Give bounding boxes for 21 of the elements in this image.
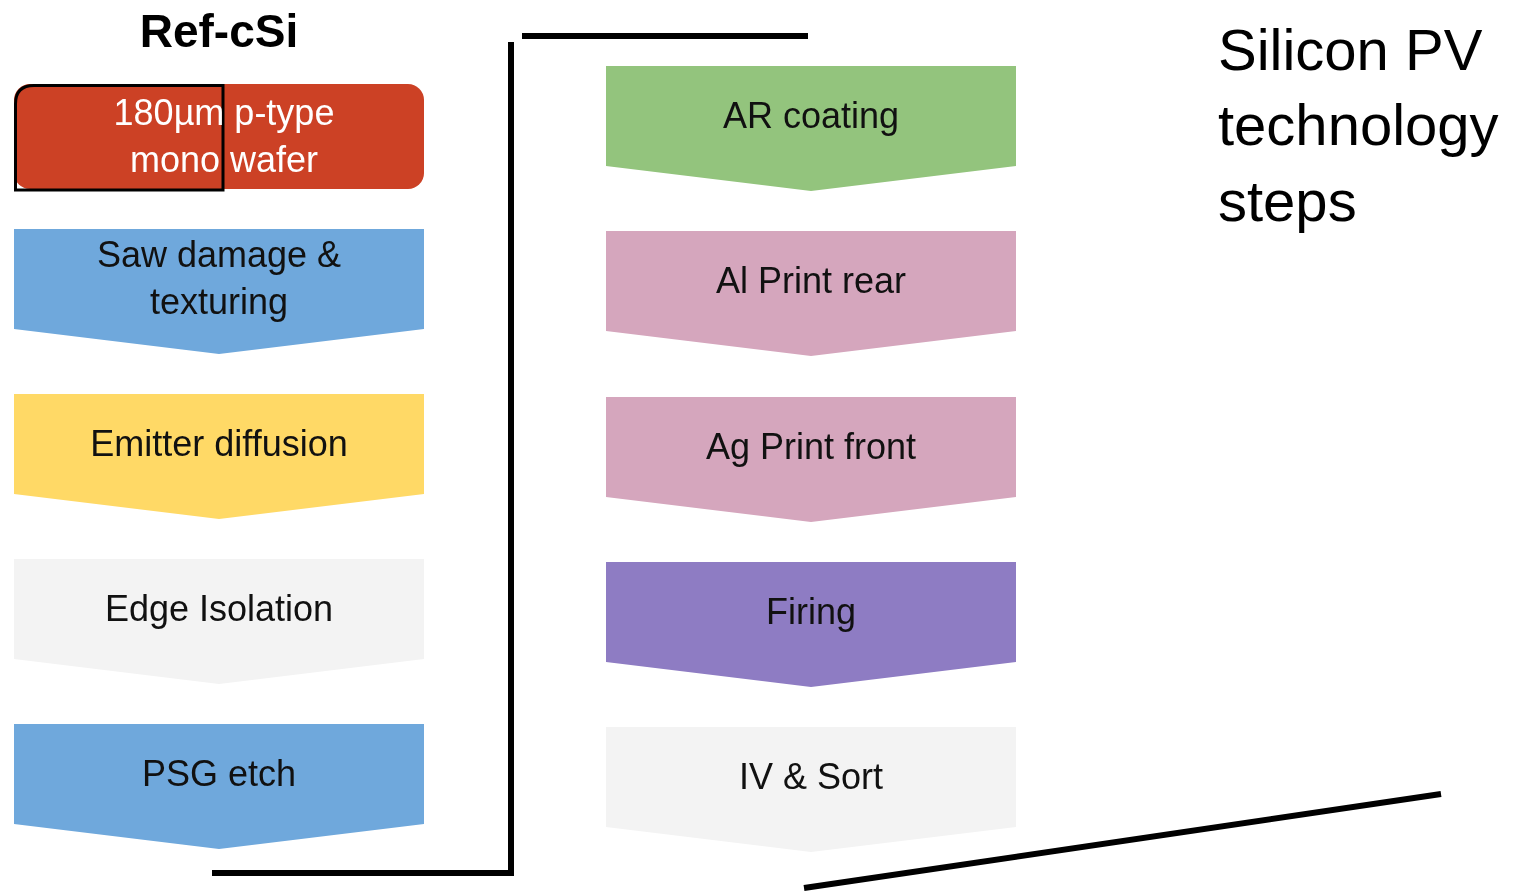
process-step-shape (606, 562, 1016, 687)
process-step-shape (606, 727, 1016, 852)
process-step-shape (606, 66, 1016, 191)
step-label: Ag Print front (704, 424, 918, 469)
step-label: PSG etch (140, 751, 298, 796)
step-label: Firing (765, 589, 857, 634)
step-label: Al Print rear (714, 258, 908, 303)
page-title: Silicon PV technology steps (1218, 16, 1500, 235)
step-label: Saw damage & texturing (95, 233, 343, 324)
step-label: Edge Isolation (103, 586, 335, 631)
process-step-shape (14, 394, 424, 519)
column-heading: Ref-cSi (138, 4, 300, 58)
step-label: Emitter diffusion (89, 421, 349, 466)
step-label: AR coating (721, 93, 901, 138)
process-step-shape (14, 724, 424, 849)
process-step-shape (606, 231, 1016, 356)
step-label: 180µm p-type mono wafer (112, 90, 336, 182)
wafer-box (14, 84, 424, 189)
process-step-shape (606, 397, 1016, 522)
step-label: IV & Sort (737, 754, 885, 799)
process-step-shape (14, 229, 424, 354)
